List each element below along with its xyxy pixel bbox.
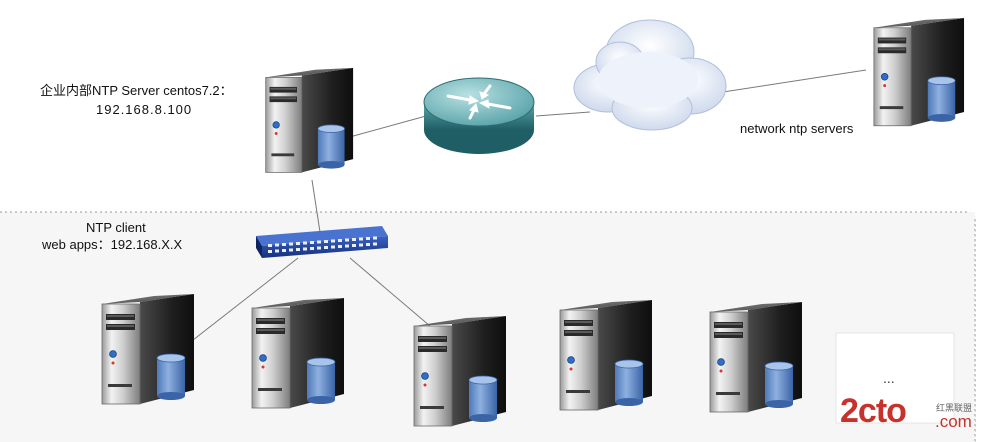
client-server-1-icon: [101, 293, 195, 405]
ntp-server-label: 企业内部NTP Server centos7.2：: [40, 83, 233, 98]
ntp-server-ip: 192.168.8.100: [96, 102, 193, 117]
watermark-suffix: .com: [935, 412, 972, 431]
more-clients-ellipsis: ...: [883, 370, 895, 386]
network-ntp-server-icon: [873, 17, 965, 127]
watermark-logo: 2cto: [840, 392, 907, 430]
client-apps-label: web apps：192.168.X.X: [42, 237, 183, 252]
network-servers-label: network ntp servers: [740, 121, 854, 136]
client-server-2-icon: [251, 297, 345, 409]
router-icon: [423, 77, 535, 154]
ntp-client-label: NTP client: [86, 220, 146, 235]
client-server-5-icon: [709, 301, 803, 413]
more-clients-box: [835, 332, 955, 424]
client-server-3-icon: [413, 315, 507, 427]
watermark-cn-text: 红黑联盟: [936, 403, 973, 413]
ntp-server-icon: [265, 67, 354, 173]
client-server-4-icon: [559, 299, 653, 411]
switch-icon: [256, 226, 388, 258]
